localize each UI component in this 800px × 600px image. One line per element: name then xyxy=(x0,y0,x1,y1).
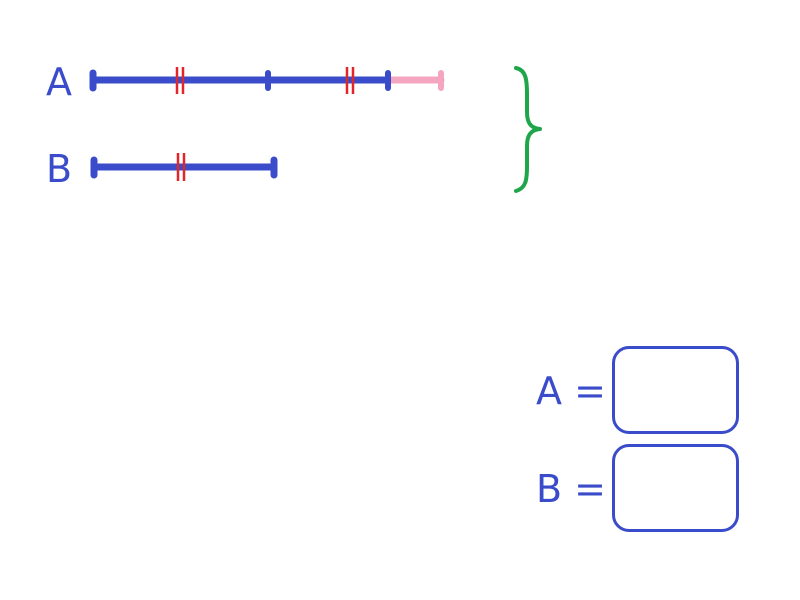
segment-a-label: A xyxy=(46,60,72,104)
double-tick-icon xyxy=(175,67,185,94)
segment-a xyxy=(89,67,445,94)
answer-a-label: A = xyxy=(536,369,606,413)
answer-b-input[interactable] xyxy=(612,444,739,532)
segment-b xyxy=(90,153,278,181)
segment-b-label: B xyxy=(46,147,73,191)
double-tick-icon xyxy=(345,67,355,94)
right-curly-brace-icon xyxy=(514,66,542,193)
double-tick-icon xyxy=(176,153,186,181)
answer-a-input[interactable] xyxy=(612,346,739,434)
answer-b-label: B = xyxy=(536,467,606,511)
